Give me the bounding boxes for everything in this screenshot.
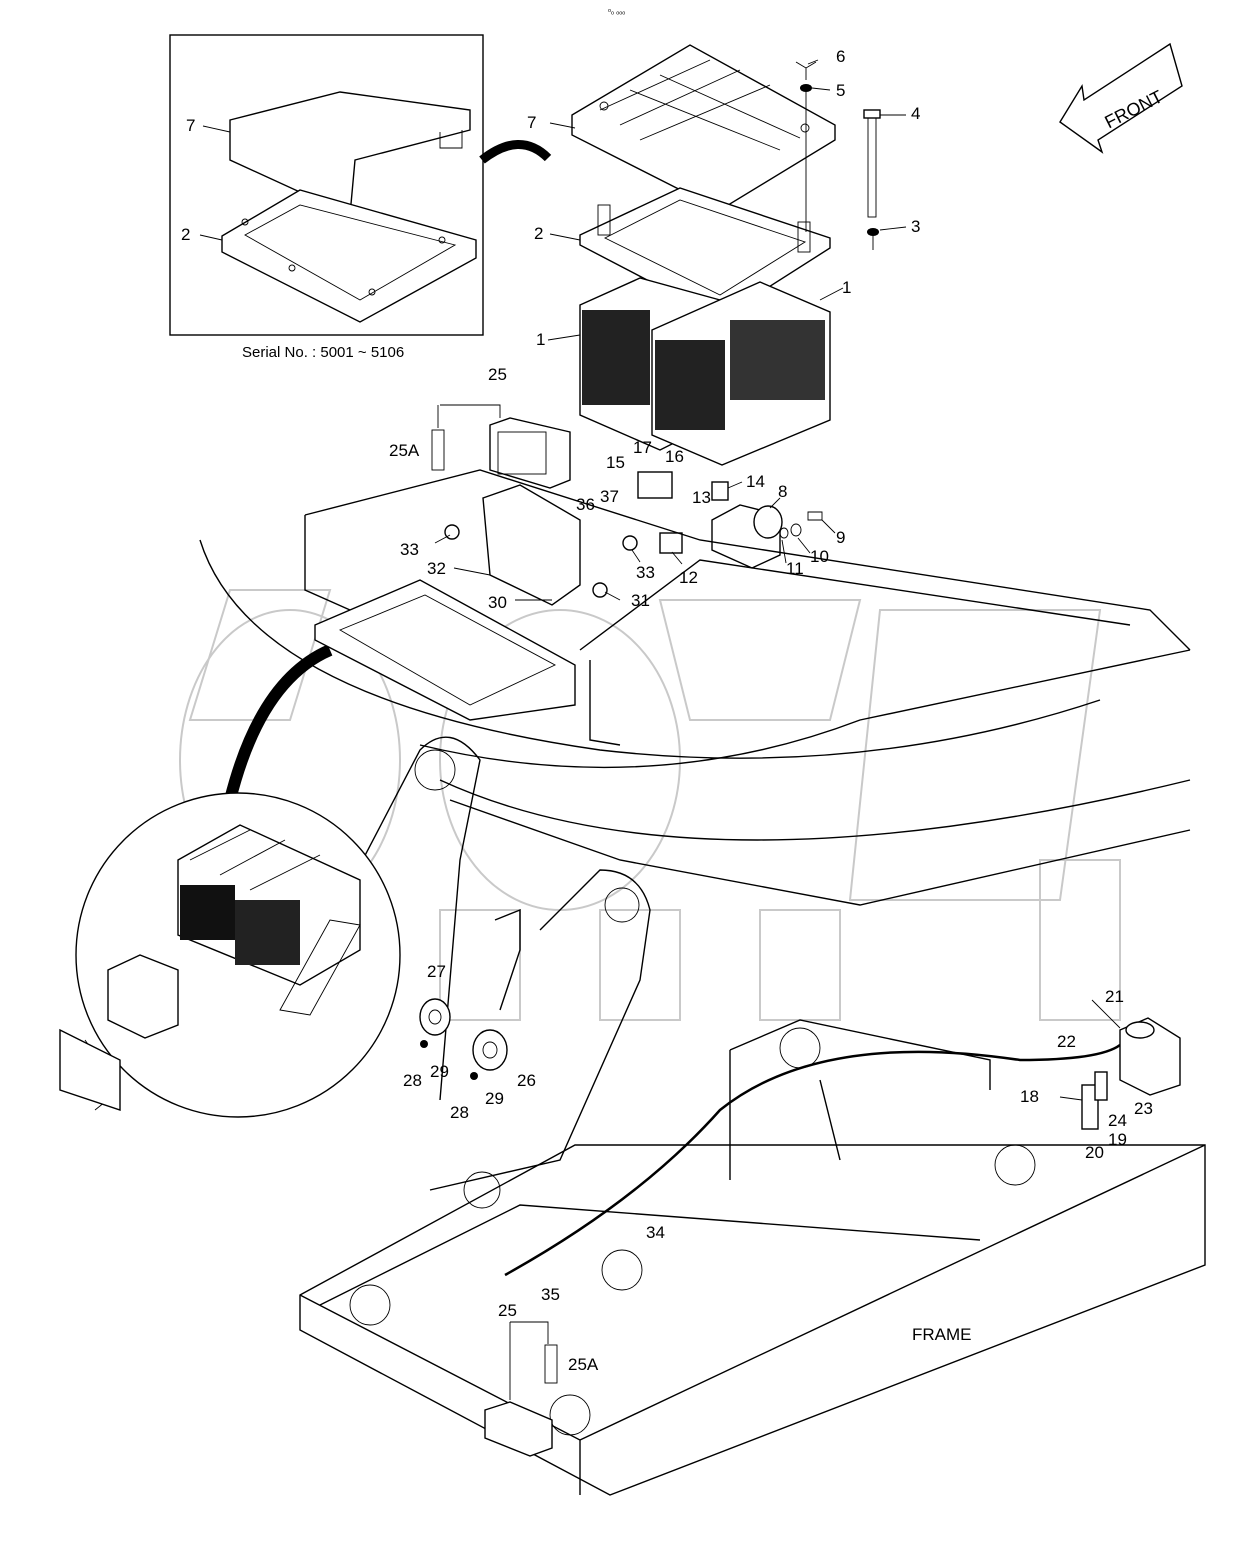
battery-cover: [571, 44, 836, 211]
callout-25A: 25A: [568, 1355, 599, 1374]
callout-13: 13: [692, 488, 711, 507]
transfer-arrow-icon: [479, 140, 552, 164]
callout-35: 35: [541, 1285, 560, 1304]
callout-33: 33: [400, 540, 419, 559]
callout-28: 28: [403, 1071, 422, 1090]
callout-1: 1: [536, 330, 545, 349]
long-bolt: [795, 61, 881, 250]
serial-inset: 7 2 Serial No. : 5001 ~ 5106: [169, 34, 484, 361]
callout-7: 7: [527, 113, 536, 132]
callout-24: 24: [1108, 1111, 1127, 1130]
front-arrow-icon: FRONT: [1059, 42, 1183, 154]
callout-37: 37: [600, 487, 619, 506]
callout-34: 34: [646, 1223, 665, 1242]
leader-lines: [434, 59, 1121, 1101]
callout-6: 6: [836, 47, 845, 66]
serial-caption: Serial No. : 5001 ~ 5106: [242, 344, 404, 361]
washer-tank: [1081, 1017, 1181, 1130]
callout-15: 15: [606, 453, 625, 472]
inset-callout-2: 2: [181, 225, 190, 244]
callout-22: 22: [1057, 1032, 1076, 1051]
callout-1: 1: [842, 278, 851, 297]
callout-23: 23: [1134, 1099, 1153, 1118]
callout-30: 30: [488, 593, 507, 612]
callout-31: 31: [631, 591, 650, 610]
callout-33: 33: [636, 563, 655, 582]
callout-16: 16: [665, 447, 684, 466]
callout-labels: 1 1 2 3 4 5 6 7 8 9 10 11 12 13 14 15 16…: [389, 47, 1153, 1374]
callout-4: 4: [911, 104, 920, 123]
harness-34: [504, 1043, 1121, 1277]
lower-frame: [299, 1019, 1206, 1496]
callout-32: 32: [427, 559, 446, 578]
callout-8: 8: [778, 482, 787, 501]
callout-12: 12: [679, 568, 698, 587]
callout-25: 25: [488, 365, 507, 384]
callout-28: 28: [450, 1103, 469, 1122]
callout-18: 18: [1020, 1087, 1039, 1106]
frame-label: FRAME: [912, 1325, 972, 1344]
callout-3: 3: [911, 217, 920, 236]
callout-27: 27: [427, 962, 446, 981]
callout-11: 11: [786, 559, 804, 578]
callout-19: 19: [1108, 1130, 1127, 1149]
detail-circle: [75, 792, 401, 1118]
lamp-bracket: [444, 484, 638, 606]
front-label: FRONT: [1101, 86, 1165, 132]
callout-21: 21: [1105, 987, 1124, 1006]
callout-36: 36: [576, 495, 595, 514]
callout-14: 14: [746, 472, 765, 491]
callout-17: 17: [633, 438, 652, 457]
battery-right: [651, 281, 831, 466]
callout-10: 10: [810, 547, 829, 566]
grate-fragment: [59, 1028, 121, 1111]
step-plate: [314, 579, 576, 721]
callout-9: 9: [836, 528, 845, 547]
callout-25A: 25A: [389, 441, 420, 460]
header-mark: ᵒₒ ₒₒₒ: [608, 7, 625, 16]
callout-25: 25: [498, 1301, 517, 1320]
upper-frame: [199, 469, 1191, 906]
detail-arrow-icon: [224, 644, 333, 802]
callout-2: 2: [534, 224, 543, 243]
inset-callout-7: 7: [186, 116, 195, 135]
callout-29: 29: [430, 1062, 449, 1081]
relay-assembly: [637, 471, 823, 569]
callout-29: 29: [485, 1089, 504, 1108]
horn-assembly: [419, 908, 521, 1080]
callout-20: 20: [1085, 1143, 1104, 1162]
callout-26: 26: [517, 1071, 536, 1090]
work-lamp-upper: [431, 404, 571, 489]
callout-5: 5: [836, 81, 845, 100]
work-lamp-lower: [484, 1321, 558, 1457]
